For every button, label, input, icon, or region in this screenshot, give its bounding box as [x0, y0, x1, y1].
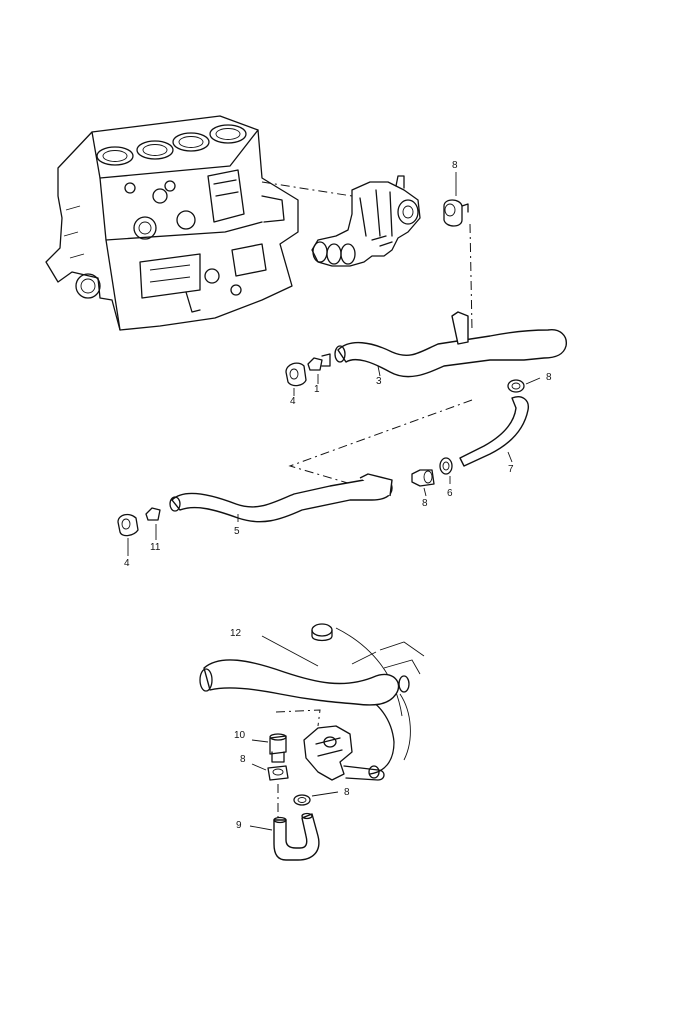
callout-4-upper: 4 [290, 396, 296, 407]
hose-clamp-4-upper [285, 362, 307, 396]
callout-8-lower-left: 8 [240, 754, 246, 765]
connection-line-block-pump [261, 181, 353, 197]
hose-clamp-8-lower-left [251, 763, 289, 781]
thermostat-housing-drawing [303, 725, 385, 781]
callout-6: 8 [422, 498, 428, 509]
hose-connector-6 [411, 469, 435, 497]
callout-3: 3 [376, 376, 382, 387]
callout-4-lower: 4 [124, 558, 130, 569]
connection-line-hose12-housing [275, 709, 321, 727]
callout-1: 1 [314, 384, 320, 395]
callout-8-top: 8 [452, 160, 458, 171]
connection-line-hose3-hose5 [288, 399, 473, 487]
hose-clamp-8-right [507, 377, 541, 393]
callout-10: 10 [234, 730, 246, 741]
hose-clamp-8-middle [439, 457, 453, 484]
callout-5: 5 [234, 526, 240, 537]
temperature-sensor-11 [145, 507, 161, 540]
callout-8-middle: 6 [447, 488, 453, 499]
callout-8-lower-right: 8 [344, 787, 350, 798]
coolant-hose-9 [249, 812, 320, 861]
hose-clamp-8-top [443, 172, 469, 227]
coolant-hose-3 [334, 311, 567, 378]
coolant-hose-12 [199, 659, 410, 706]
hose-clamp-8-lower-right [293, 791, 339, 806]
callout-9: 9 [236, 820, 242, 831]
engine-block-drawing [45, 115, 299, 331]
callout-8-right: 8 [546, 372, 552, 383]
callout-12-leader-line [261, 635, 319, 667]
callout-7: 7 [508, 464, 514, 475]
callout-11: 11 [150, 542, 161, 553]
water-pump-housing-drawing [311, 175, 421, 267]
callout-12: 12 [230, 628, 242, 639]
hose-clamp-4-lower [117, 513, 139, 556]
coolant-hose-5 [169, 473, 393, 523]
coolant-hose-7 [459, 396, 529, 467]
temperature-sensor-1 [307, 353, 331, 384]
connection-line-pump-hose3 [469, 223, 473, 331]
hose-connector-10 [251, 733, 287, 763]
